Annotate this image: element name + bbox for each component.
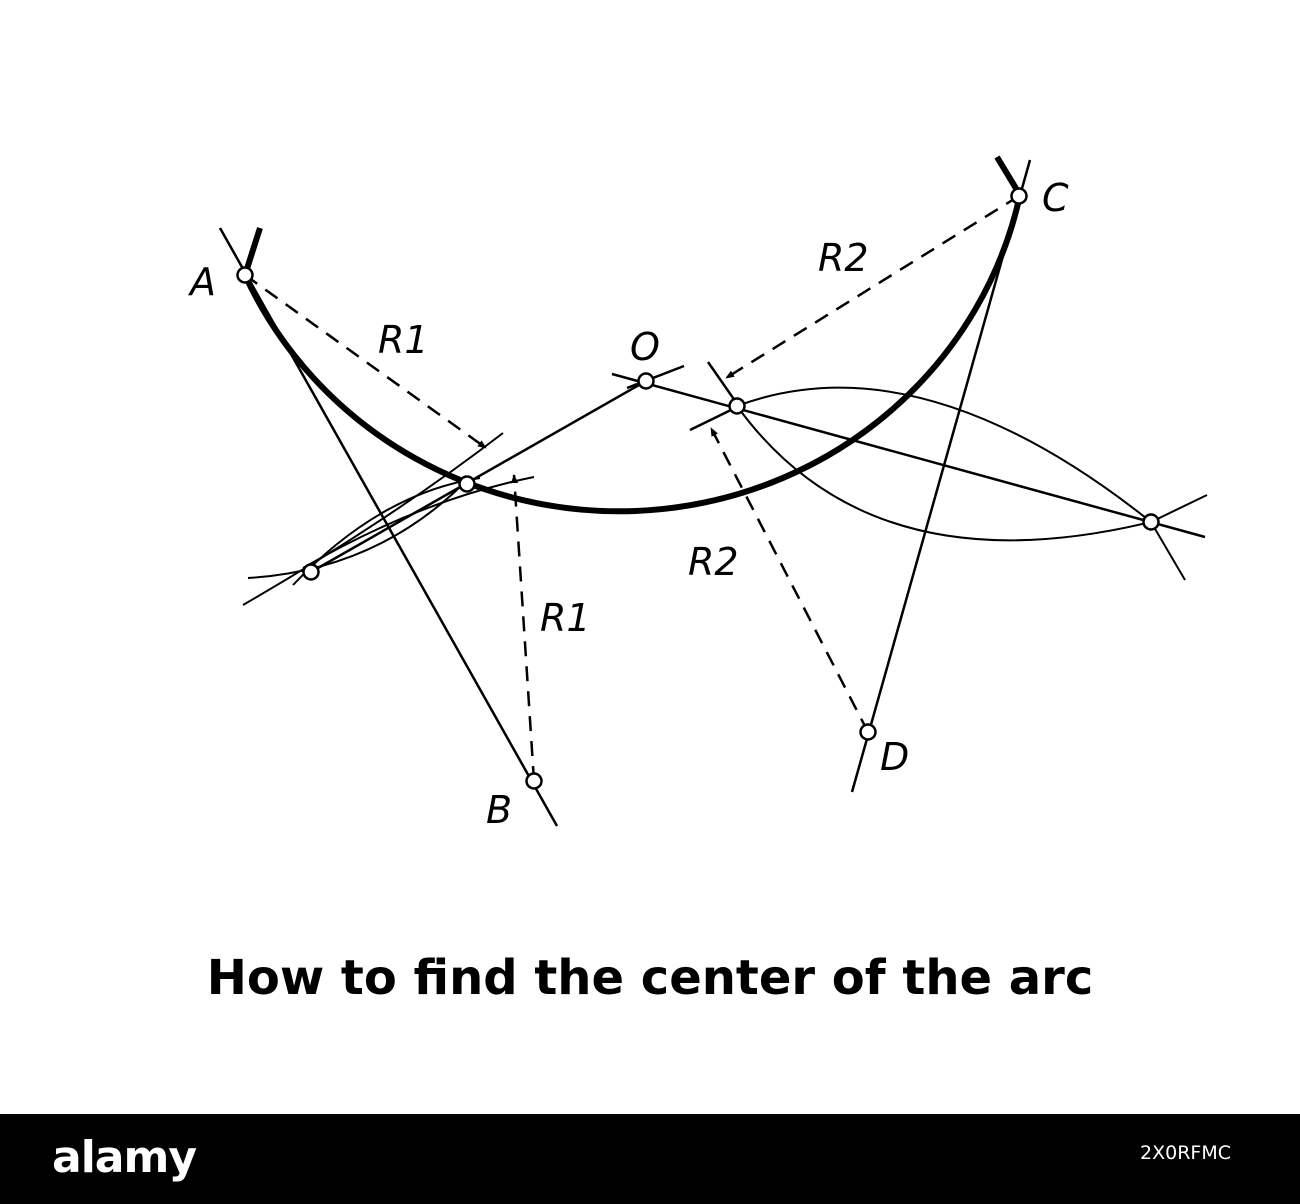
construction-point-ab-upper — [458, 475, 476, 493]
bisector-arc-cd-1 — [736, 386, 1186, 581]
diagram-caption: How to find the center of the arc — [206, 950, 1094, 1006]
image-code: 2X0RFMC — [1140, 1142, 1231, 1164]
point-d-marker — [859, 723, 877, 741]
diagram-canvas: A B C D O R1 R1 R2 R2 — [187, 155, 1208, 832]
main-arc — [241, 155, 1024, 515]
bisector-cd — [611, 372, 1206, 539]
bisector-arc-ab-4 — [242, 432, 504, 606]
watermark-footer: alamy 2X0RFMC — [0, 1114, 1300, 1204]
point-o-marker — [637, 372, 655, 390]
point-b-marker — [525, 772, 543, 790]
construction-point-cd-right — [1142, 513, 1160, 531]
radius-r2-from-c — [725, 194, 1020, 380]
construction-point-ab-lower — [302, 563, 320, 581]
label-point-d: D — [880, 735, 909, 779]
tick-o — [626, 364, 685, 390]
bisector-arc-ab-3 — [247, 476, 471, 579]
bisector-arc-ab-2 — [302, 476, 535, 569]
arc-center-diagram: A B C D O R1 R1 R2 R2 — [187, 155, 1208, 832]
label-point-a: A — [187, 260, 216, 304]
label-r1-bottom: R1 — [540, 596, 591, 640]
point-c-marker — [1010, 187, 1028, 205]
alamy-logo: alamy — [52, 1132, 197, 1183]
radius-r1-from-b — [510, 474, 536, 782]
label-point-b: B — [486, 788, 512, 832]
label-r1-top: R1 — [378, 318, 429, 362]
label-point-o: O — [630, 325, 660, 369]
tick-cd-left — [689, 406, 736, 432]
radius-r2-from-d — [709, 427, 870, 733]
label-point-c: C — [1042, 176, 1069, 220]
label-r2-top: R2 — [818, 236, 869, 280]
construction-point-cd-left — [728, 397, 746, 415]
bisector-arc-cd-2 — [736, 405, 1208, 542]
chord-cd — [850, 159, 1032, 793]
label-r2-bottom: R2 — [688, 540, 739, 584]
point-a-marker — [236, 266, 254, 284]
bisector-ab — [310, 379, 647, 574]
bisector-arc-ab-1 — [292, 477, 481, 586]
